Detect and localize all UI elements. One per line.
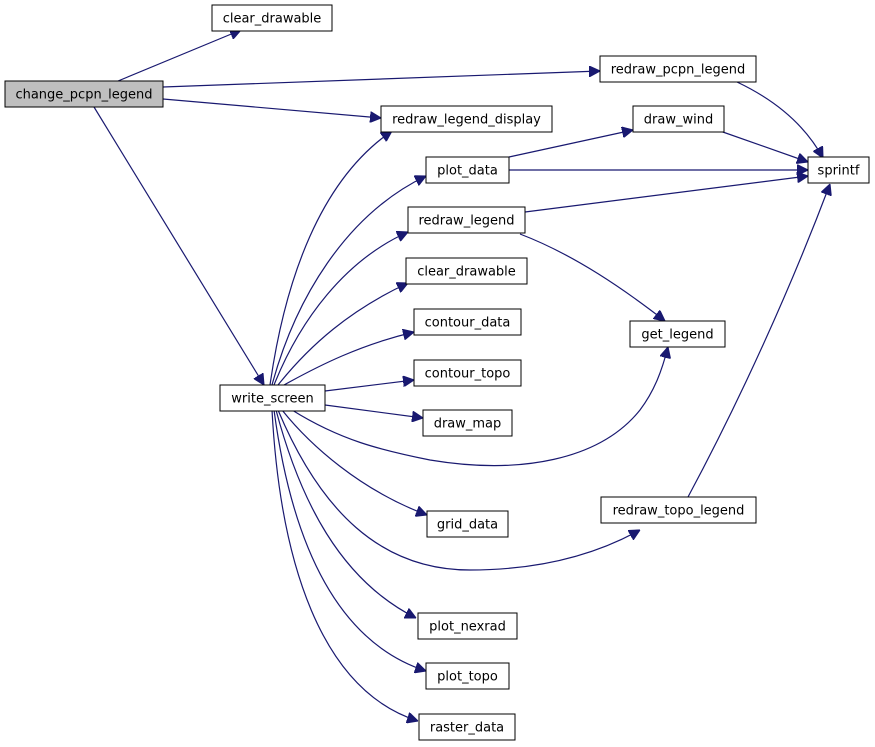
node-label: plot_nexrad: [429, 620, 506, 635]
node-label: change_pcpn_legend: [15, 88, 152, 103]
node-plot_data[interactable]: plot_data: [425, 156, 510, 184]
node-clear_drawable-2[interactable]: clear_drawable: [405, 257, 528, 285]
node-label: redraw_legend_display: [392, 113, 541, 128]
node-get_legend[interactable]: get_legend: [629, 320, 726, 348]
nodes: change_pcpn_legend clear_drawable redraw…: [4, 4, 870, 741]
edge-write_screen-contour_data: [283, 332, 414, 386]
edge-redraw_pcpn_legend-sprintf: [736, 81, 823, 158]
node-label: plot_data: [437, 164, 498, 179]
node-redraw_legend[interactable]: redraw_legend: [407, 206, 526, 234]
edge-write_screen-redraw_topo_legend: [277, 409, 640, 571]
edge-write_screen-get_legend: [291, 347, 668, 467]
node-label: redraw_pcpn_legend: [611, 63, 746, 78]
edge-write_screen-redraw_legend: [273, 232, 408, 386]
node-clear_drawable[interactable]: clear_drawable: [211, 4, 333, 32]
node-redraw_topo_legend[interactable]: redraw_topo_legend: [600, 496, 757, 524]
node-raster_data[interactable]: raster_data: [418, 713, 516, 741]
edge-write_screen-grid_data: [281, 409, 427, 515]
node-label: get_legend: [641, 328, 713, 343]
node-label: sprintf: [818, 164, 860, 179]
node-label: redraw_legend: [418, 214, 514, 229]
node-label: raster_data: [430, 721, 504, 736]
node-draw_wind[interactable]: draw_wind: [632, 105, 725, 133]
node-label: draw_map: [434, 417, 502, 432]
edge-change_pcpn_legend-redraw_pcpn_legend: [162, 71, 600, 88]
edge-redraw_topo_legend-sprintf: [687, 184, 830, 498]
edge-write_screen-clear_drawable: [277, 283, 408, 386]
node-plot_nexrad[interactable]: plot_nexrad: [417, 612, 518, 640]
edge-redraw_legend-sprintf: [524, 176, 808, 213]
node-label: plot_topo: [437, 670, 498, 685]
edge-write_screen-draw_map: [324, 404, 423, 418]
edge-write_screen-contour_topo: [324, 380, 414, 392]
edge-change_pcpn_legend-redraw_legend_display: [162, 98, 381, 118]
edges: [93, 30, 830, 721]
node-label: clear_drawable: [417, 265, 516, 280]
node-label: redraw_topo_legend: [613, 504, 745, 519]
node-sprintf[interactable]: sprintf: [807, 156, 870, 184]
edge-redraw_legend-get_legend: [519, 233, 665, 321]
edge-write_screen-plot_nexrad: [275, 409, 416, 618]
edge-draw_wind-sprintf: [719, 130, 808, 162]
edge-change_pcpn_legend-write_screen: [93, 106, 264, 385]
node-redraw_pcpn_legend[interactable]: redraw_pcpn_legend: [599, 55, 757, 83]
node-write_screen[interactable]: write_screen: [219, 384, 326, 412]
node-contour_topo[interactable]: contour_topo: [413, 359, 522, 387]
node-contour_data[interactable]: contour_data: [413, 308, 522, 336]
edge-write_screen-redraw_legend_display: [269, 131, 392, 386]
node-label: contour_topo: [425, 367, 511, 382]
edge-write_screen-plot_data: [271, 176, 426, 386]
edge-plot_data-draw_wind: [508, 130, 633, 158]
edge-write_screen-plot_topo: [273, 409, 426, 671]
node-label: contour_data: [425, 316, 511, 331]
node-label: clear_drawable: [223, 12, 322, 27]
edge-write_screen-raster_data: [271, 409, 418, 721]
node-label: draw_wind: [644, 113, 713, 128]
node-draw_map[interactable]: draw_map: [422, 409, 513, 437]
node-plot_topo[interactable]: plot_topo: [425, 662, 510, 690]
node-label: grid_data: [437, 518, 498, 533]
node-grid_data[interactable]: grid_data: [426, 510, 509, 538]
node-label: write_screen: [231, 392, 313, 407]
node-change_pcpn_legend[interactable]: change_pcpn_legend: [4, 80, 164, 108]
node-redraw_legend_display[interactable]: redraw_legend_display: [380, 105, 553, 133]
edge-change_pcpn_legend-clear_drawable: [117, 30, 241, 82]
